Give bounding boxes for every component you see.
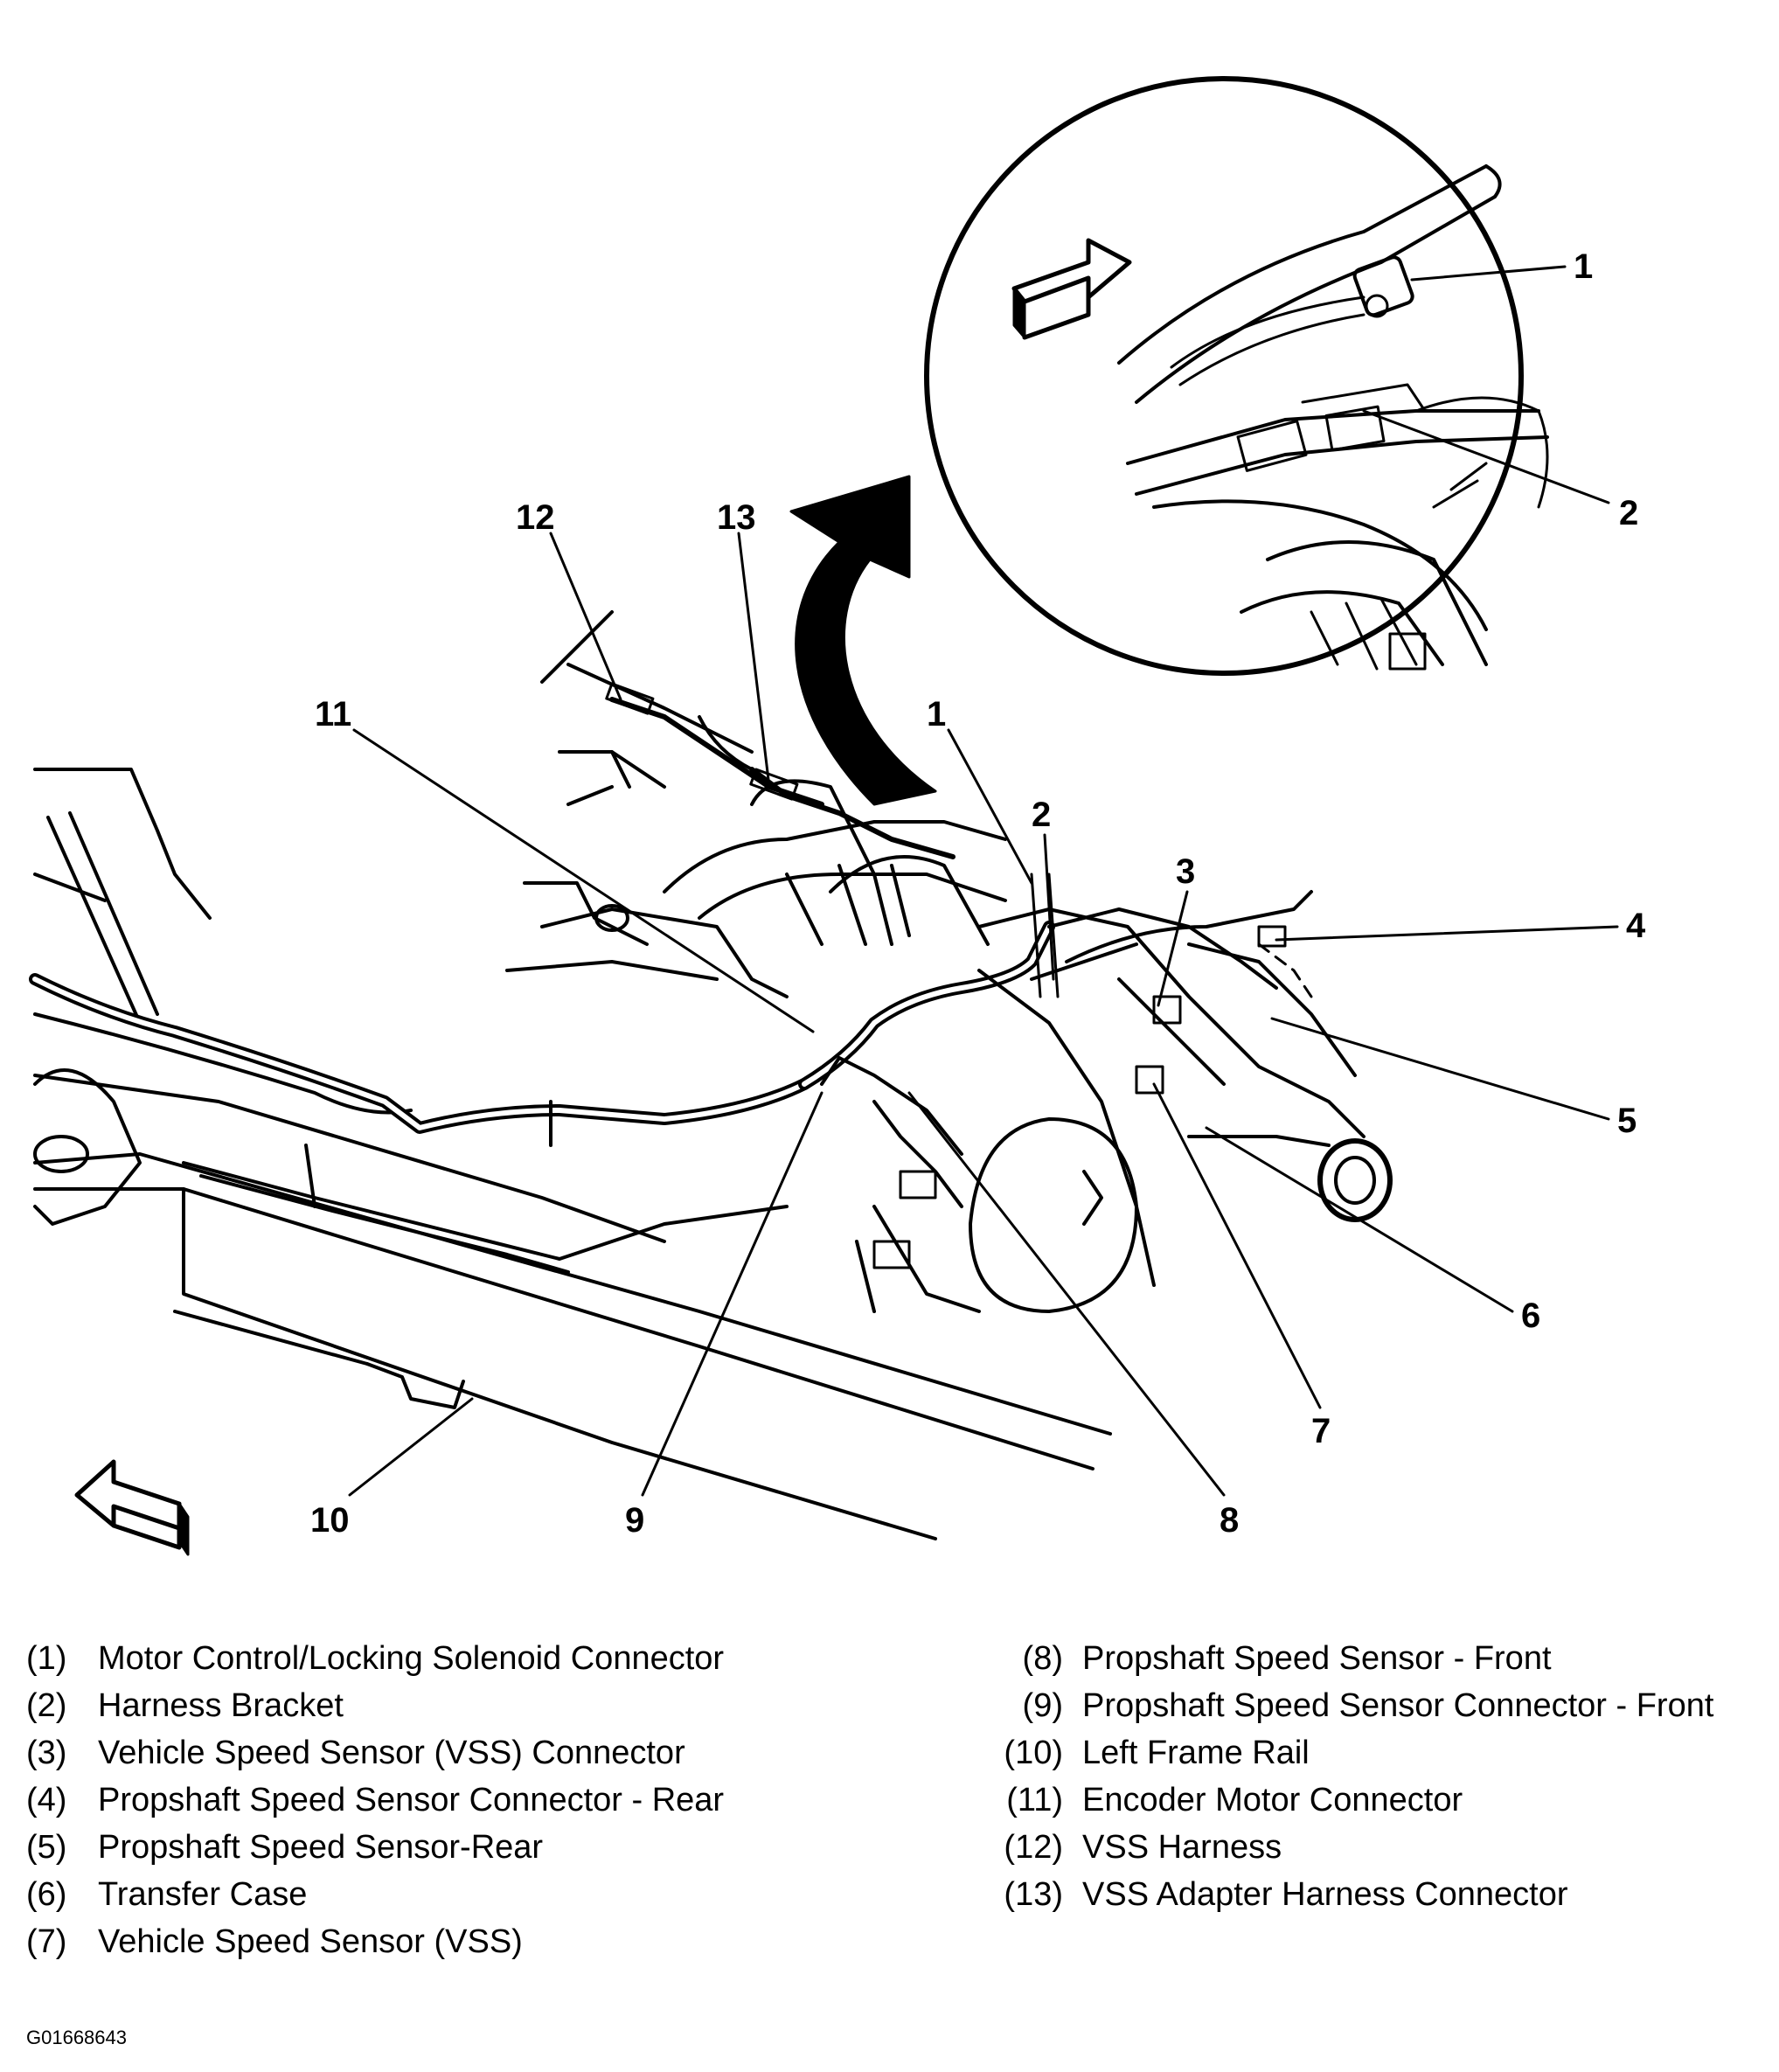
inset-direction-arrow-icon	[1011, 238, 1132, 340]
inset-callout-1: 1	[1574, 247, 1593, 286]
legend-label: Propshaft Speed Sensor Connector - Front	[1082, 1686, 1714, 1724]
callout-10: 10	[310, 1501, 350, 1540]
callout-13: 13	[717, 498, 756, 537]
legend-column-left: (1) Motor Control/Locking Solenoid Connec…	[26, 1635, 724, 1965]
detail-arrow-icon	[789, 475, 937, 806]
detail-inset	[924, 76, 1549, 676]
legend-label: Harness Bracket	[98, 1686, 344, 1724]
legend-number: (4)	[26, 1781, 67, 1818]
callout-7: 7	[1311, 1412, 1331, 1450]
legend-item: (2) Harness Bracket	[26, 1682, 724, 1729]
legend-number: (1)	[26, 1639, 67, 1677]
legend-item: (8) Propshaft Speed Sensor - Front	[969, 1635, 1713, 1682]
callout-2: 2	[1032, 796, 1051, 834]
callout-3: 3	[1176, 852, 1195, 891]
legend-item: (10) Left Frame Rail	[969, 1729, 1713, 1776]
callout-5: 5	[1617, 1102, 1637, 1140]
legend-number: (9)	[1022, 1686, 1063, 1724]
callout-1: 1	[927, 695, 946, 734]
legend-number: (10)	[1004, 1734, 1063, 1771]
legend-item: (3) Vehicle Speed Sensor (VSS) Connector	[26, 1729, 724, 1776]
legend-number: (5)	[26, 1828, 67, 1866]
legend-number: (2)	[26, 1686, 67, 1724]
legend-label: Encoder Motor Connector	[1082, 1781, 1463, 1818]
callout-8: 8	[1220, 1501, 1239, 1540]
callout-11: 11	[315, 695, 351, 734]
legend-number: (8)	[1022, 1639, 1063, 1677]
callout-12: 12	[516, 498, 555, 537]
legend-label: Propshaft Speed Sensor-Rear	[98, 1828, 544, 1866]
legend-label: VSS Adapter Harness Connector	[1082, 1875, 1568, 1913]
legend-item: (5) Propshaft Speed Sensor-Rear	[26, 1824, 724, 1871]
legend-item: (6) Transfer Case	[26, 1871, 724, 1918]
legend-label: VSS Harness	[1082, 1828, 1282, 1866]
legend-label: Vehicle Speed Sensor (VSS) Connector	[98, 1734, 685, 1771]
callout-6: 6	[1521, 1297, 1540, 1335]
legend-label: Transfer Case	[98, 1875, 308, 1913]
leader-lines	[348, 265, 1619, 1497]
legend-number: (11)	[1006, 1781, 1063, 1818]
main-view	[29, 610, 1393, 1540]
inset-callout-2: 2	[1619, 494, 1638, 532]
legend-item: (11) Encoder Motor Connector	[969, 1776, 1713, 1824]
legend-item: (7) Vehicle Speed Sensor (VSS)	[26, 1918, 724, 1965]
legend-column-right: (8) Propshaft Speed Sensor - Front (9) Pro…	[969, 1635, 1713, 1918]
legend-number: (13)	[1004, 1875, 1063, 1913]
legend: (1) Motor Control/Locking Solenoid Connec…	[0, 1635, 1779, 1985]
legend-label: Propshaft Speed Sensor - Front	[1082, 1639, 1552, 1677]
legend-label: Vehicle Speed Sensor (VSS)	[98, 1923, 523, 1960]
legend-label: Motor Control/Locking Solenoid Connector	[98, 1639, 725, 1677]
legend-label: Left Frame Rail	[1082, 1734, 1310, 1771]
exploded-diagram: 1 2 3 4 5 6 7 8 9 10 11 12 13 1 2	[29, 76, 1646, 1556]
legend-number: (12)	[1004, 1828, 1063, 1866]
front-direction-arrow-icon	[74, 1459, 190, 1556]
legend-item: (13) VSS Adapter Harness Connector	[969, 1871, 1713, 1918]
legend-number: (6)	[26, 1875, 67, 1913]
legend-item: (4) Propshaft Speed Sensor Connector - Re…	[26, 1776, 724, 1824]
callout-labels: 1 2 3 4 5 6 7 8 9 10 11 12 13 1 2	[310, 247, 1646, 1540]
legend-number: (7)	[26, 1923, 67, 1960]
legend-label: Propshaft Speed Sensor Connector - Rear	[98, 1781, 725, 1818]
legend-item: (12) VSS Harness	[969, 1824, 1713, 1871]
legend-number: (3)	[26, 1734, 67, 1771]
callout-4: 4	[1626, 907, 1646, 945]
callout-9: 9	[625, 1501, 644, 1540]
figure-id: G01668643	[26, 2027, 127, 2048]
legend-item: (1) Motor Control/Locking Solenoid Connec…	[26, 1635, 724, 1682]
legend-item: (9) Propshaft Speed Sensor Connector - Fr…	[969, 1682, 1714, 1729]
